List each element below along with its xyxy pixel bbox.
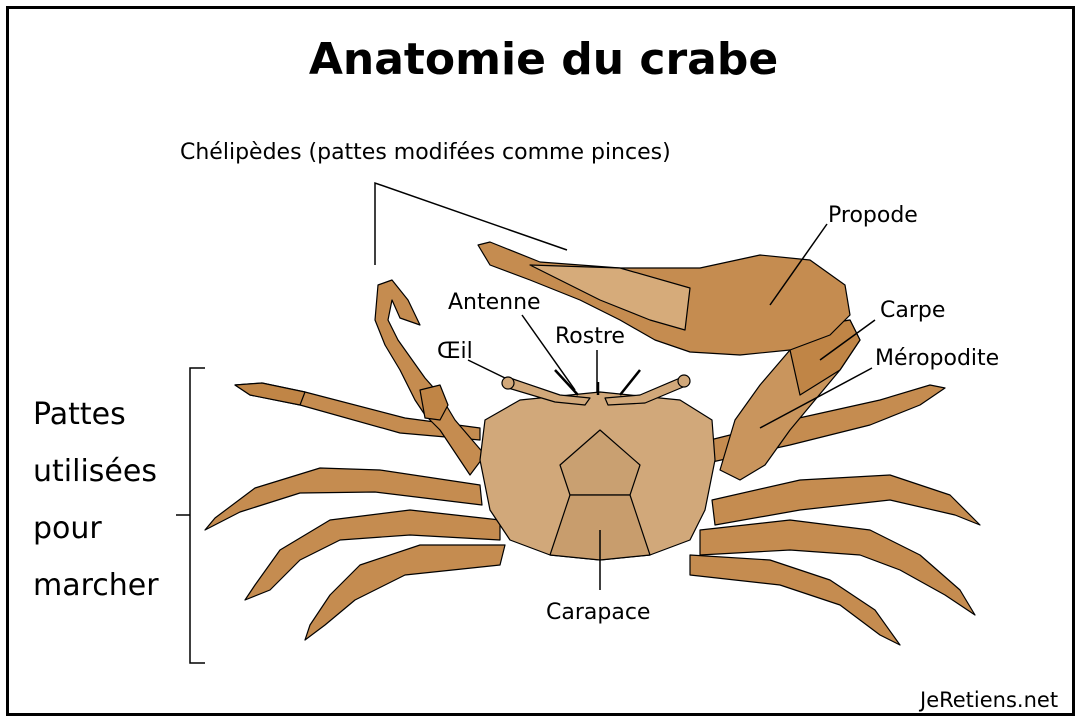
walking-leg-right-2 <box>712 475 980 525</box>
walking-leg-left-4 <box>305 545 505 640</box>
carapace-shape <box>480 392 715 560</box>
label-propode: Propode <box>828 203 918 228</box>
walking-legs-line-3: pour <box>33 500 102 557</box>
credit-text: JeRetiens.net <box>920 688 1058 712</box>
label-oeil: Œil <box>437 339 473 364</box>
walking-legs-line-1: Pattes <box>33 386 126 443</box>
label-carapace: Carapace <box>546 600 650 625</box>
walking-legs-line-2: utilisées <box>33 443 157 500</box>
walking-leg-right-4 <box>690 555 900 645</box>
label-chelipedes: Chélipèdes (pattes modifées comme pinces… <box>180 140 671 165</box>
label-rostre: Rostre <box>555 324 625 349</box>
walking-legs-line-4: marcher <box>33 557 159 614</box>
label-carpe: Carpe <box>880 298 945 323</box>
label-meropodite: Méropodite <box>875 346 999 371</box>
label-antenne: Antenne <box>448 290 541 315</box>
